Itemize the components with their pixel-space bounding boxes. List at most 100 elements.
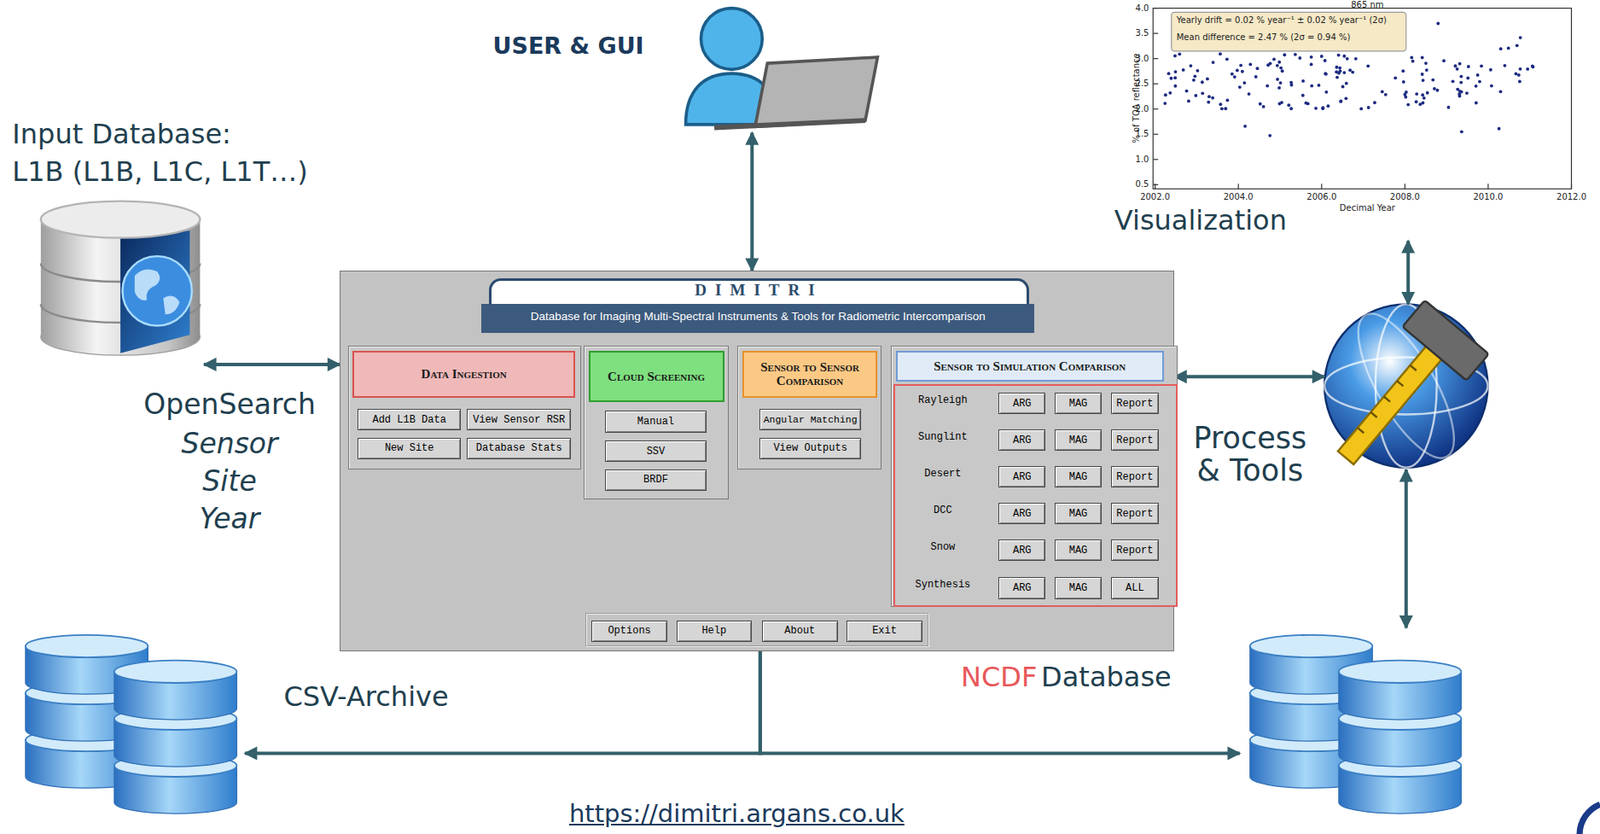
panel-header: Cloud Screening — [588, 350, 725, 402]
data-point — [1293, 52, 1298, 57]
panel-header: Sensor to Simulation Comparison — [896, 350, 1164, 382]
data-point — [1503, 64, 1507, 68]
data-point — [1499, 89, 1503, 94]
data-point — [1309, 55, 1314, 59]
gui-panel: Cloud ScreeningManualSSV BRDF — [583, 345, 729, 499]
data-point — [1192, 74, 1197, 78]
data-point — [1460, 129, 1464, 134]
button-label: About — [784, 624, 815, 637]
chart-label: 2010.0 — [1472, 192, 1503, 202]
database-disc-top — [114, 660, 237, 683]
data-point — [1272, 57, 1276, 61]
chart-label: Yearly drift = 0.02 % year⁻¹ ± 0.02 % ye… — [1176, 15, 1387, 25]
data-point — [1455, 67, 1460, 71]
data-point — [1173, 53, 1177, 58]
data-point — [1458, 94, 1462, 99]
row-label: DCC — [933, 504, 953, 517]
data-point — [1489, 68, 1493, 72]
data-point — [1401, 69, 1405, 73]
annotation: OpenSearch — [143, 387, 316, 421]
button-label: Report — [1116, 434, 1153, 447]
data-point — [1324, 72, 1328, 76]
data-point — [1238, 85, 1242, 89]
flow-arrow — [760, 651, 1240, 754]
data-point — [1459, 81, 1463, 85]
data-point — [1474, 84, 1478, 88]
data-point — [1506, 46, 1511, 50]
data-point — [1334, 65, 1339, 70]
flow-arrow — [244, 651, 761, 754]
graphic-ellipse — [40, 201, 201, 239]
data-point — [1248, 63, 1252, 67]
data-point — [1205, 77, 1210, 82]
data-point — [1344, 96, 1348, 100]
gui-button: Help — [676, 620, 752, 642]
data-point — [1447, 105, 1451, 110]
button-label: Help — [701, 624, 727, 637]
data-point — [1163, 93, 1168, 97]
data-point — [1239, 64, 1243, 68]
data-point — [1335, 75, 1339, 80]
data-point — [1422, 96, 1426, 100]
data-point — [1459, 75, 1463, 79]
data-point — [1279, 66, 1283, 70]
axis-tick — [1238, 183, 1240, 189]
data-point — [1301, 79, 1305, 83]
data-point — [1268, 61, 1273, 65]
data-point — [1168, 91, 1172, 95]
gui-button: View Outputs — [759, 437, 861, 460]
gui-button: ARG — [998, 392, 1046, 414]
data-point — [1380, 89, 1385, 94]
data-point — [1240, 69, 1245, 74]
gui-button: SSV — [605, 440, 708, 462]
panel-header: Data Ingestion — [352, 350, 576, 398]
data-point — [1309, 63, 1314, 67]
chart-label: 4.0 — [1135, 3, 1150, 13]
node-label: DIMITRI — [694, 280, 823, 300]
data-point — [1425, 91, 1430, 95]
graphic-rect — [1171, 11, 1407, 51]
data-point — [1411, 59, 1415, 64]
gui-button: MAG — [1054, 429, 1102, 451]
button-label: Manual — [637, 415, 675, 428]
button-label: BRDF — [643, 473, 669, 486]
data-point — [1477, 80, 1482, 84]
data-point — [1350, 70, 1355, 75]
data-point — [1403, 95, 1408, 99]
data-point — [1354, 57, 1358, 61]
data-point — [1280, 100, 1284, 105]
data-point — [1303, 101, 1308, 105]
axis-tick — [1152, 133, 1158, 135]
data-point — [1458, 62, 1462, 66]
graphic-path — [1579, 803, 1600, 834]
graphic-g — [1163, 22, 1535, 138]
axis-tick — [1487, 183, 1489, 189]
gui-button: New Site — [357, 437, 461, 460]
gui-button: Report — [1111, 392, 1159, 414]
data-point — [1518, 35, 1523, 40]
data-point — [1515, 43, 1519, 47]
data-point — [1514, 72, 1519, 76]
button-label: Angular Matching — [763, 413, 858, 425]
gui-button: ARG — [998, 539, 1046, 561]
graphic-g — [1314, 300, 1489, 486]
button-label: MAG — [1069, 581, 1088, 594]
row-label: Desert — [924, 467, 961, 480]
gui-button: About — [762, 620, 838, 642]
gui-button: Report — [1111, 502, 1159, 524]
graphic-circle — [701, 8, 763, 70]
data-point — [1414, 99, 1419, 104]
data-point — [1279, 81, 1283, 85]
data-point — [1324, 90, 1328, 94]
chart-label: 2002.0 — [1140, 192, 1170, 202]
data-point — [1235, 69, 1240, 73]
data-point — [1436, 88, 1440, 93]
chart-label: 2006.0 — [1306, 192, 1337, 202]
data-point — [1218, 52, 1222, 56]
button-label: MAG — [1069, 507, 1088, 520]
annotation: Site — [202, 464, 256, 498]
graphic-path — [1357, 365, 1417, 433]
data-point — [1337, 71, 1341, 76]
data-point — [1323, 71, 1327, 76]
chart-label: 2.0 — [1135, 104, 1150, 114]
